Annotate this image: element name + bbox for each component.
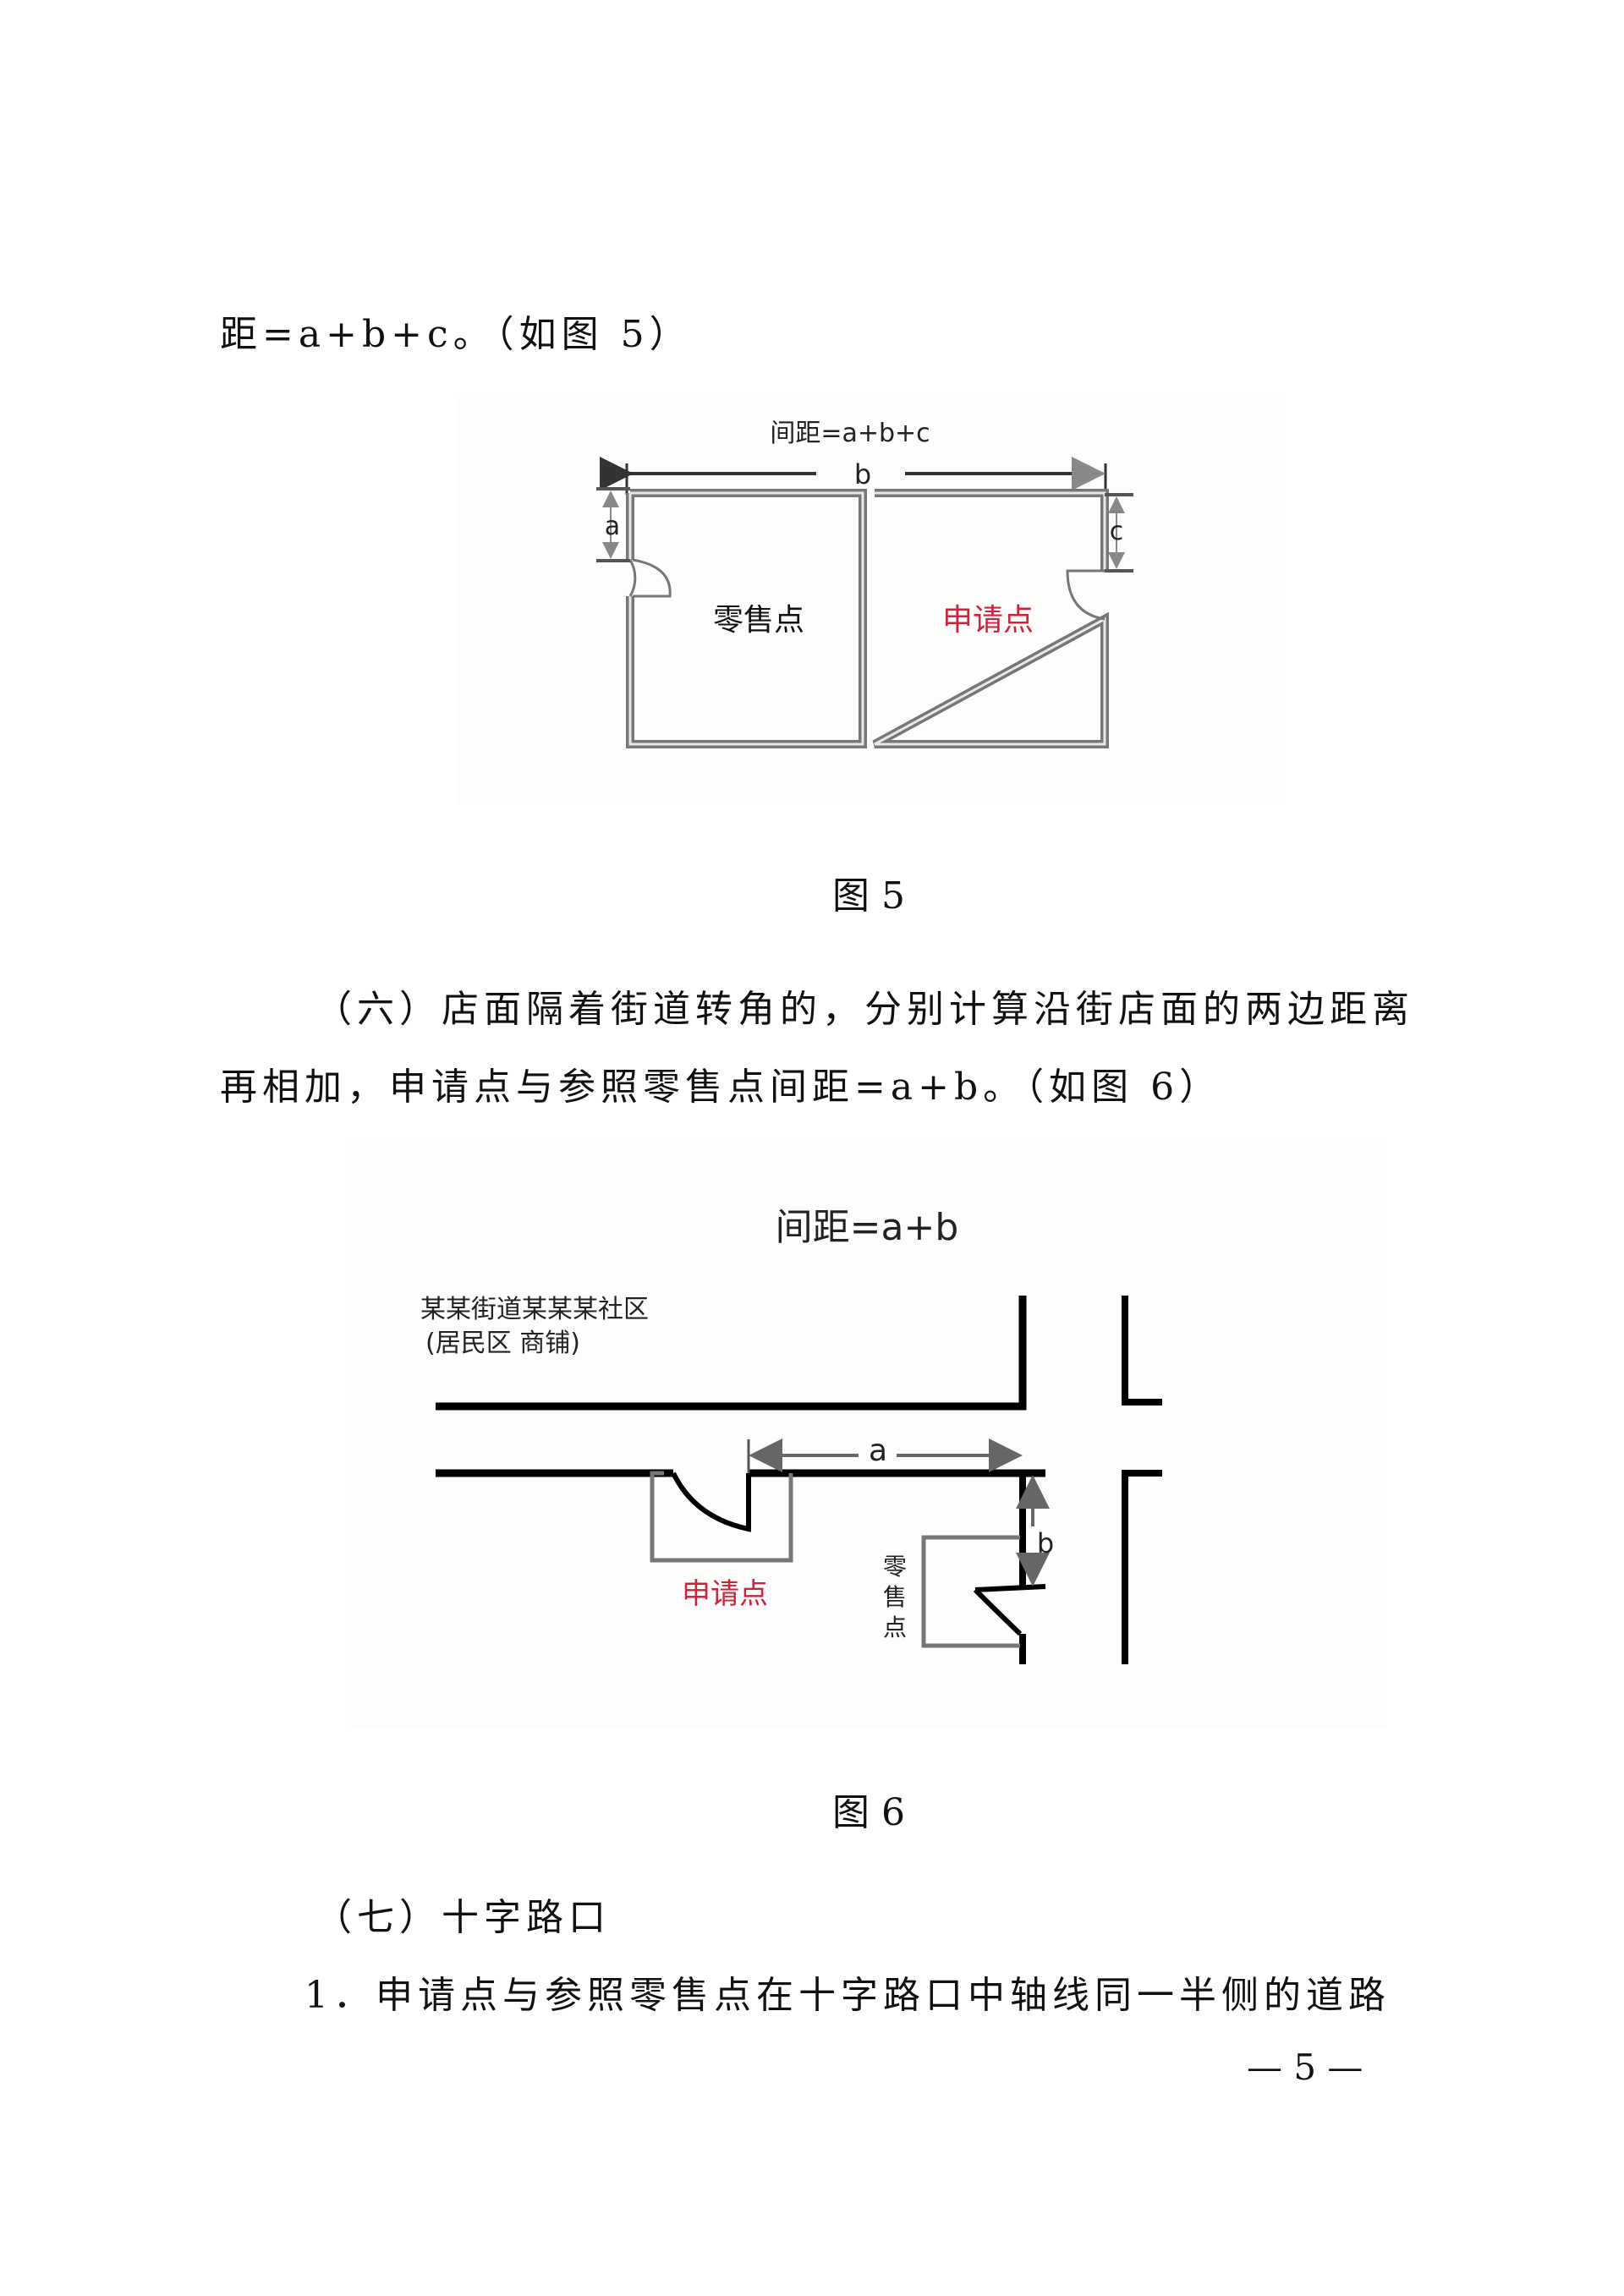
figure-5-caption: 图 5 [832,874,905,918]
paragraph-line: 再相加，申请点与参照零售点间距=a+b。（如图 6） [220,1066,1222,1109]
retail-label-char: 点 [883,1614,907,1641]
applicant-store-door [671,1471,751,1532]
section-heading: （七）十字路口 [315,1896,611,1939]
paragraph-line: 1．申请点与参照零售点在十字路口中轴线同一半侧的道路 [304,1974,1391,2017]
upper-street-edge [436,1296,1027,1411]
dim-a-label: a [869,1433,887,1468]
community-label-line1: 某某街道某某某社区 [420,1295,649,1324]
figure-6: 间距=a+b 某某街道某某某社区 (居民区 商铺) a b 申请点 零 售 点 [347,1142,1387,1729]
retail-store-door [973,1584,1046,1636]
paragraph-line: （六）店面隔着街道转角的，分别计算沿街店面的两边距离 [315,988,1414,1031]
dim-b-label: b [1037,1527,1054,1559]
figure-5-title: 间距=a+b+c [770,419,930,448]
dim-a-label: a [605,512,620,541]
applicant-store-door [1066,569,1106,621]
applicant-store-label: 申请点 [942,603,1034,638]
applicant-label: 申请点 [682,1577,768,1611]
retail-store-outline [921,1535,1020,1648]
dim-b-label: b [854,458,871,490]
figure-6-diagram: 间距=a+b 某某街道某某某社区 (居民区 商铺) a b 申请点 零 售 点 [420,1206,1162,1664]
figure-6-title: 间距=a+b [776,1206,959,1249]
retail-store-door [628,559,637,597]
figure-5: 间距=a+b+c b a c 零售点 申请点 [457,397,1286,803]
retail-label-char: 零 [883,1553,907,1581]
paragraph-line: 距=a+b+c。（如图 5） [220,313,692,356]
retail-store-label: 零售点 [713,603,804,638]
retail-label-char: 售 [883,1583,907,1611]
page-number: — 5 — [1247,2047,1363,2088]
community-label-line2: (居民区 商铺) [425,1329,580,1358]
cross-street-upper-right [1122,1296,1162,1406]
dim-c-label: c [1110,517,1124,546]
applicant-store-outline [650,1471,793,1563]
figure-5-diagram: 间距=a+b+c b a c 零售点 申请点 [596,419,1133,748]
figure-6-caption: 图 6 [832,1791,905,1834]
cross-street-lower-right [1122,1470,1162,1664]
